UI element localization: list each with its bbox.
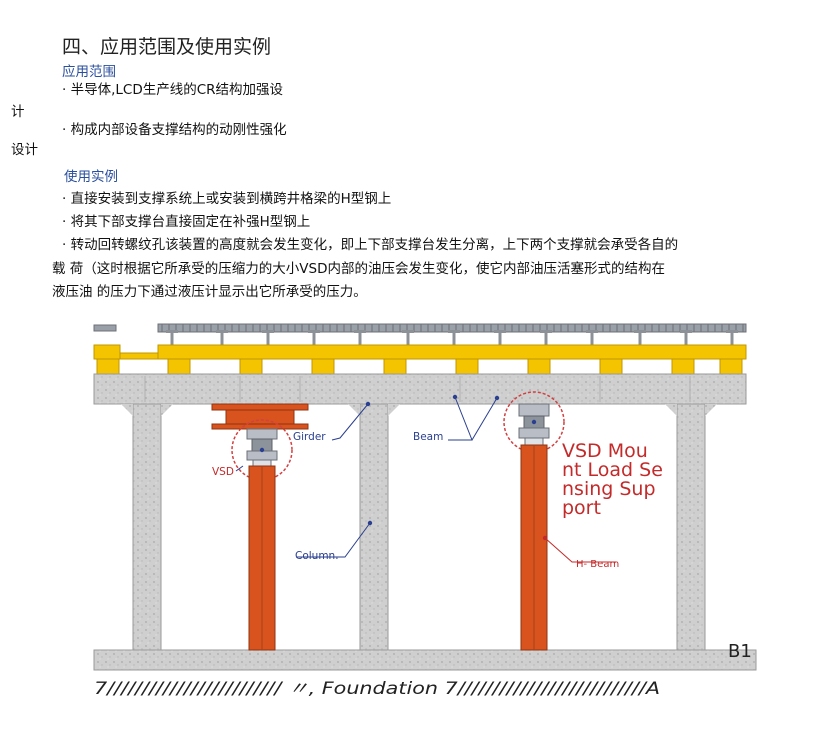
scope-item-2-wrap: 设计 xyxy=(11,142,38,158)
section-heading: 四、应用范围及使用实例 xyxy=(62,36,272,58)
girder-orange xyxy=(211,403,309,430)
label-girder: Girder xyxy=(293,431,326,443)
vsd-mount-line-2: nt Load Se xyxy=(562,459,663,481)
vsd-structure-diagram: Girder Beam VSD Column. H- Beam VSD Mou … xyxy=(93,323,757,699)
examples-title: 使用实例 xyxy=(64,169,118,185)
foundation-label: 7///////////////////////// 〃, Foundation… xyxy=(94,679,660,699)
scope-item-2: · 构成内部设备支撑结构的动刚性强化 xyxy=(62,122,287,138)
vsd-mount-line-1: VSD Mou xyxy=(562,440,648,462)
label-h-beam: H- Beam xyxy=(576,559,619,570)
vsd-mount-line-3: nsing Sup xyxy=(562,478,656,500)
vsd-device-left xyxy=(246,428,278,467)
foundation-slab xyxy=(93,649,757,671)
label-b1: B1 xyxy=(728,641,752,662)
column-right xyxy=(676,403,706,651)
scope-item-1: · 半导体,LCD生产线的CR结构加强设 xyxy=(62,82,284,98)
scope-item-1-wrap: 计 xyxy=(11,104,25,120)
example-item-3-line-2: 载 荷（这时根据它所承受的压缩力的大小VSD内部的油压会发生变化，使它内部油压活… xyxy=(52,261,665,277)
h-beam-left xyxy=(248,465,276,651)
h-beam-right xyxy=(520,444,548,651)
label-vsd: VSD xyxy=(212,466,234,478)
column-middle xyxy=(359,403,389,651)
column-left xyxy=(132,403,162,651)
example-item-3-line-1: · 转动回转螺纹孔该装置的高度就会发生变化，即上下部支撑台发生分离，上下两个支撑… xyxy=(62,237,679,253)
concrete-slab xyxy=(93,373,747,405)
raised-floor-grating xyxy=(93,323,747,345)
yellow-support-beam xyxy=(93,344,747,375)
label-column: Column. xyxy=(295,550,339,562)
vsd-device-right xyxy=(518,403,550,446)
example-item-1: · 直接安装到支撑系统上或安装到横跨井格梁的H型钢上 xyxy=(62,191,392,207)
scope-title: 应用范围 xyxy=(62,64,116,80)
example-item-2: · 将其下部支撑台直接固定在补强H型钢上 xyxy=(62,214,311,230)
example-item-3-line-3: 液压油 的压力下通过液压计显示出它所承受的压力。 xyxy=(52,284,367,300)
vsd-mount-line-4: port xyxy=(562,497,601,519)
label-beam: Beam xyxy=(413,431,443,443)
